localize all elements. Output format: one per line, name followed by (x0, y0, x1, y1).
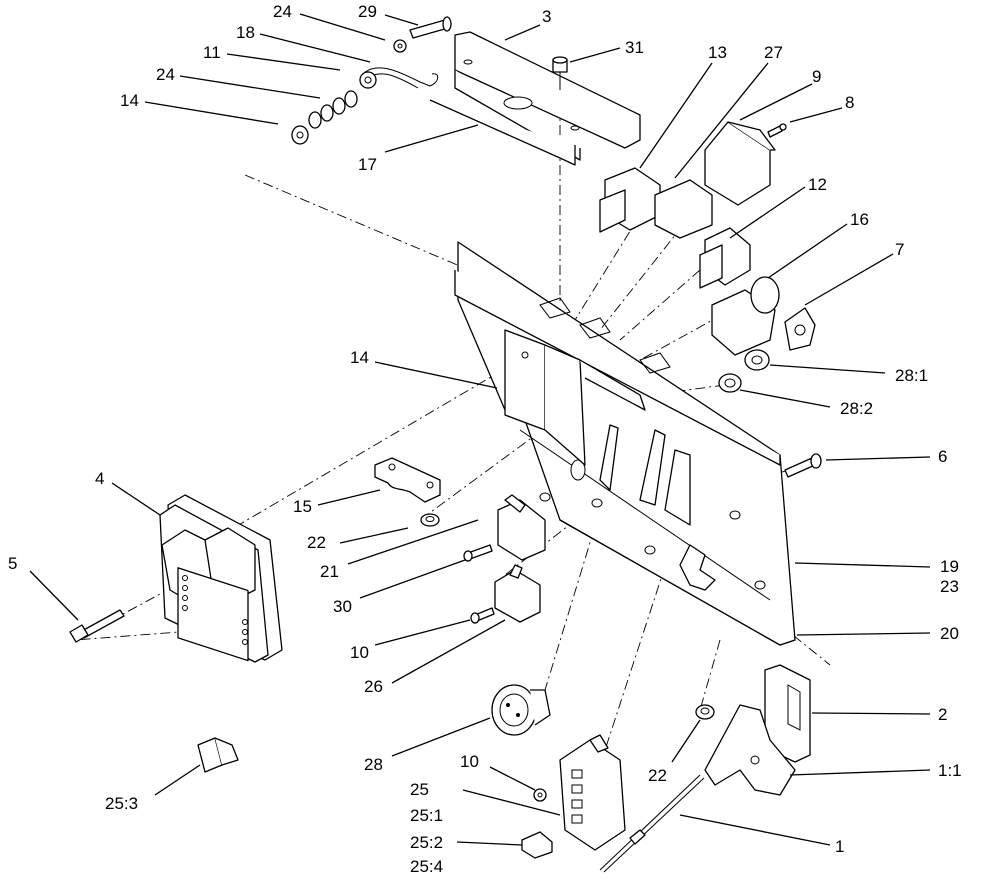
callout-25-2: 25:2 (410, 833, 443, 852)
callout-10-b: 10 (460, 752, 479, 771)
callout-22-b: 22 (648, 766, 667, 785)
callout-11: 11 (203, 43, 221, 62)
callout-25-3: 25:3 (105, 794, 138, 813)
part-8-screw (767, 123, 787, 138)
callout-29: 29 (358, 2, 377, 21)
callout-17: 17 (358, 155, 377, 174)
part-28-hour-meter (491, 684, 551, 736)
callout-31: 31 (625, 38, 644, 57)
callout-22: 22 (307, 533, 326, 552)
callout-14-b: 14 (350, 348, 369, 367)
part-26-relay (494, 564, 541, 623)
part-25-fuse-block (559, 734, 626, 851)
part-10-screw-upper (470, 607, 495, 624)
callout-28-2: 28:2 (840, 399, 873, 418)
part-10-screw-lower (533, 788, 547, 802)
callout-5: 5 (8, 554, 17, 573)
part-4-controller-module (159, 494, 283, 663)
part-28-2-washer (718, 373, 742, 393)
callout-4: 4 (95, 469, 104, 488)
callout-23: 23 (940, 577, 959, 596)
callout-26: 26 (364, 677, 383, 696)
part-9-switch-housing (704, 121, 776, 206)
callout-6: 6 (938, 447, 947, 466)
callout-12: 12 (808, 175, 827, 194)
callout-24: 24 (273, 2, 292, 21)
callout-24-b: 24 (156, 65, 175, 84)
callout-28: 28 (364, 755, 383, 774)
part-30-screw (463, 544, 493, 562)
callout-labels: 24 29 3 18 31 11 13 27 24 9 14 8 17 12 1… (8, 2, 962, 876)
callout-8: 8 (845, 93, 854, 112)
callout-2: 2 (938, 705, 947, 724)
callout-30: 30 (333, 597, 352, 616)
part-22-nut (420, 513, 440, 527)
callout-15: 15 (293, 497, 312, 516)
part-6-bolt (784, 453, 822, 478)
part-14-lower-bracket (504, 329, 646, 466)
part-25-3-fuse (197, 737, 239, 773)
washer-stack (291, 39, 407, 145)
part-1-1-lever (704, 704, 796, 796)
part-19-main-panel (454, 241, 796, 646)
part-3-upper-bracket (429, 31, 641, 166)
part-29-clevis-pin (409, 16, 452, 39)
part-31-screw (552, 56, 568, 90)
callout-25: 25 (410, 780, 429, 799)
callout-25-4: 25:4 (410, 857, 443, 876)
part-27-bezel (654, 179, 713, 239)
callout-27: 27 (764, 43, 783, 62)
callout-13: 13 (708, 43, 727, 62)
part-5-bolt (69, 609, 125, 643)
callout-19: 19 (940, 557, 959, 576)
callout-3: 3 (542, 7, 551, 26)
part-7-key (784, 307, 816, 351)
part-16-ignition-switch (711, 276, 780, 356)
callout-10: 10 (350, 643, 369, 662)
part-1-cable (599, 774, 705, 873)
callout-7: 7 (895, 240, 904, 259)
part-15-plate (374, 457, 441, 503)
callout-18: 18 (236, 23, 255, 42)
callout-28-1: 28:1 (895, 366, 928, 385)
part-25-2-fuse (521, 831, 553, 859)
callout-14: 14 (120, 91, 139, 110)
callout-1-1: 1:1 (938, 761, 962, 780)
callout-leader-lines (29, 13, 931, 846)
callout-20: 20 (940, 624, 959, 643)
panel-cutouts (539, 297, 671, 374)
part-13-switch (599, 167, 661, 233)
callout-21: 21 (320, 562, 339, 581)
part-21-relay (497, 494, 546, 561)
callout-16: 16 (850, 210, 869, 229)
part-28-1-nut (744, 349, 770, 371)
callout-1: 1 (835, 837, 844, 856)
callout-25-1: 25:1 (410, 806, 443, 825)
part-12-switch (699, 227, 751, 289)
part-22-nut-lower (695, 704, 715, 720)
callout-9: 9 (812, 67, 821, 86)
